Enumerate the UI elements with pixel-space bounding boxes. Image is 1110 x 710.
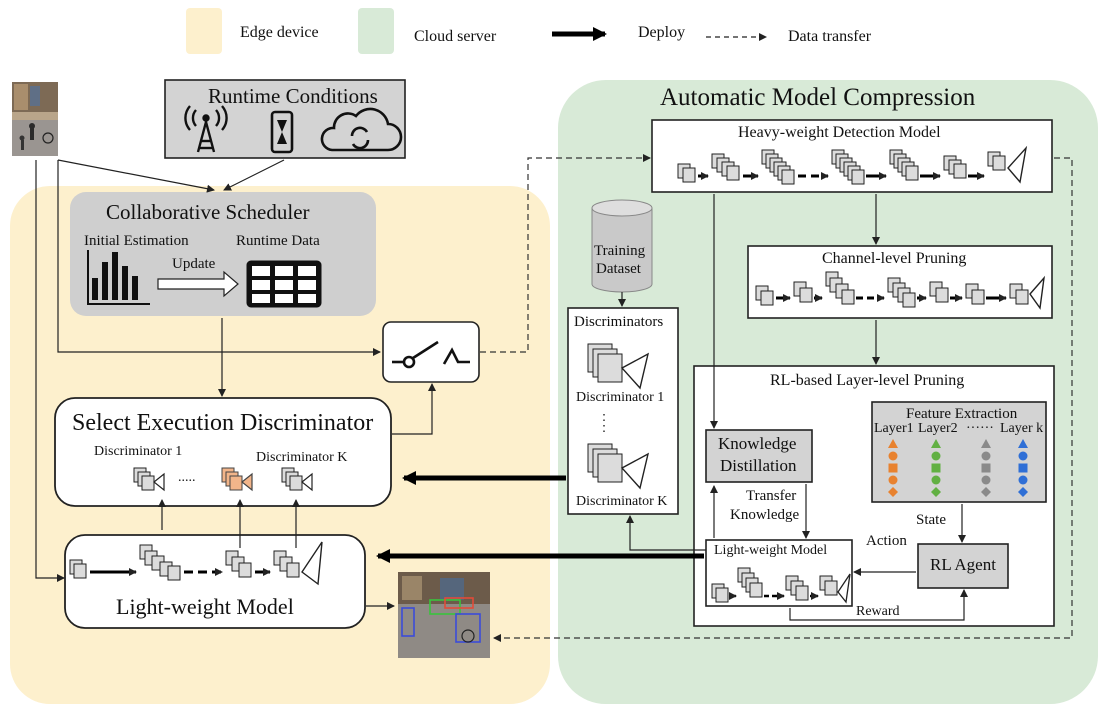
discriminator-k-small-icon [281, 467, 313, 492]
select-disc1-label: Discriminator 1 [94, 444, 183, 459]
output-detection-image [398, 572, 490, 658]
select-discK-label: Discriminator K [256, 450, 348, 465]
feature-marker-4-5 [1018, 487, 1028, 497]
feature-marker-2-1 [931, 439, 941, 448]
cloud-discK-label: Discriminator K [576, 494, 668, 509]
training-label-2: Dataset [596, 261, 641, 277]
feature-marker-4-2 [1018, 451, 1028, 461]
hourglass-phone-icon [270, 110, 294, 154]
switch-icon [392, 340, 470, 369]
legend-deploy-label: Deploy [638, 24, 686, 41]
state-label: State [916, 512, 946, 528]
feature-markers [888, 439, 1028, 497]
switch-box[interactable] [382, 321, 480, 383]
knowledge-distillation-box [705, 429, 813, 483]
bar-chart-icon [87, 250, 150, 305]
legend-cloud-swatch [358, 8, 394, 54]
layer-1-label: Layer1 [874, 421, 914, 436]
feature-marker-4-1 [1018, 439, 1028, 448]
rl-agent-box [917, 543, 1009, 589]
heavy-model-layers [677, 145, 1028, 185]
feature-marker-1-4 [888, 475, 898, 485]
feature-marker-3-4 [981, 475, 991, 485]
compression-title: Automatic Model Compression [660, 84, 976, 111]
discriminators-box [567, 307, 679, 515]
feature-extraction-box [871, 401, 1047, 503]
discriminator-1-small-icon [133, 467, 165, 492]
discriminator-k-icon [587, 443, 650, 490]
connectors [35, 159, 968, 621]
legend-edge-label: Edge device [240, 24, 319, 41]
feature-marker-2-3 [931, 463, 941, 473]
knowledge-label-1: Knowledge [718, 434, 797, 453]
feature-marker-2-2 [931, 451, 941, 461]
feature-marker-1-2 [888, 451, 898, 461]
legend-edge-swatch [186, 8, 222, 54]
feature-extraction-title: Feature Extraction [906, 406, 1018, 422]
runtime-data-table-icon [246, 260, 322, 308]
discriminators-title: Discriminators [574, 314, 664, 330]
update-arrow [157, 270, 239, 298]
training-label-1: Training [594, 243, 646, 259]
initial-estimation-label: Initial Estimation [84, 233, 189, 249]
feature-marker-3-3 [981, 463, 991, 473]
transfer-label-1: Transfer [746, 488, 797, 504]
scheduler-title: Collaborative Scheduler [106, 200, 310, 224]
heavy-model-title: Heavy-weight Detection Model [738, 124, 941, 141]
feature-marker-4-3 [1018, 463, 1028, 473]
feature-marker-2-4 [931, 475, 941, 485]
select-dots-label: ..... [178, 470, 196, 485]
cloud-light-model-label: Light-weight Model [714, 543, 828, 558]
input-street-image [12, 82, 58, 156]
data-transfer-lines [480, 154, 1073, 642]
layer-k-label: Layer k [1000, 421, 1044, 436]
feature-marker-2-5 [931, 487, 941, 497]
cloud-disc1-label: Discriminator 1 [576, 390, 665, 405]
feature-marker-1-5 [888, 487, 898, 497]
cloud-sync-icon [320, 107, 403, 152]
action-label: Action [866, 533, 907, 549]
feature-marker-3-2 [981, 451, 991, 461]
legend-transfer-label: Data transfer [788, 28, 872, 45]
signal-tower-icon [184, 105, 228, 153]
rl-agent-label: RL Agent [930, 555, 996, 574]
discriminator-selected-icon [221, 467, 253, 492]
legend-cloud-label: Cloud server [414, 28, 497, 45]
feature-marker-1-1 [888, 439, 898, 448]
training-dataset-cylinder [591, 199, 653, 293]
cloud-light-model-layers [711, 567, 851, 604]
knowledge-label-2: Distillation [720, 456, 797, 475]
layer-dots-label: ······ [966, 421, 994, 436]
reward-label: Reward [856, 604, 900, 619]
feature-marker-3-1 [981, 439, 991, 448]
feature-marker-1-3 [888, 463, 898, 473]
runtime-data-label: Runtime Data [236, 233, 320, 249]
runtime-conditions-title: Runtime Conditions [208, 84, 378, 108]
layer-2-label: Layer2 [918, 421, 958, 436]
channel-pruning-title: Channel-level Pruning [822, 250, 967, 267]
channel-pruning-layers [755, 271, 1046, 310]
feature-marker-3-5 [981, 487, 991, 497]
edge-light-model-layers [69, 541, 323, 586]
rl-pruning-title: RL-based Layer-level Pruning [770, 372, 965, 389]
feature-marker-4-4 [1018, 475, 1028, 485]
discriminator-1-icon [587, 343, 650, 390]
edge-light-model-title: Light-weight Model [116, 594, 294, 619]
update-label: Update [172, 256, 216, 272]
select-discriminator-title: Select Execution Discriminator [72, 410, 374, 436]
transfer-label-2: Knowledge [730, 507, 800, 523]
